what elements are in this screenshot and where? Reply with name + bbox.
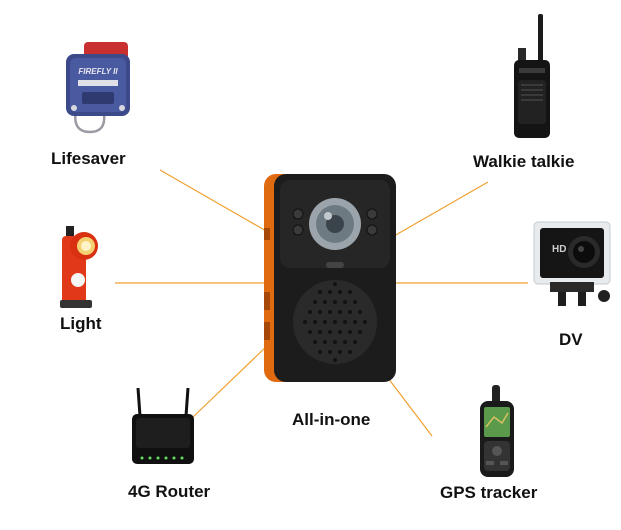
lifesaver-label: Lifesaver bbox=[51, 149, 126, 168]
connector-router bbox=[191, 344, 269, 419]
dv-label: DV bbox=[559, 330, 583, 349]
light-device-image bbox=[60, 226, 98, 308]
router-device-image bbox=[132, 387, 194, 464]
connector-gps bbox=[387, 377, 433, 437]
lifesaver-device-image: FIREFLY II bbox=[66, 42, 130, 134]
dv-camera-image: HD bbox=[533, 221, 611, 306]
router-label: 4G Router bbox=[128, 482, 211, 501]
gps-tracker-label: GPS tracker bbox=[440, 483, 538, 502]
all-in-one-label: All-in-one bbox=[292, 410, 371, 429]
gps-tracker-image bbox=[480, 385, 514, 477]
connector-walkie bbox=[393, 181, 489, 237]
walkie-talkie-label: Walkie talkie bbox=[473, 152, 575, 171]
dv-device-text: HD bbox=[552, 244, 566, 255]
light-label: Light bbox=[60, 314, 102, 333]
lifesaver-device-text: FIREFLY II bbox=[78, 67, 118, 76]
body-camera-image bbox=[264, 174, 396, 382]
connector-lifesaver bbox=[159, 169, 269, 233]
walkie-talkie-image bbox=[514, 14, 550, 138]
